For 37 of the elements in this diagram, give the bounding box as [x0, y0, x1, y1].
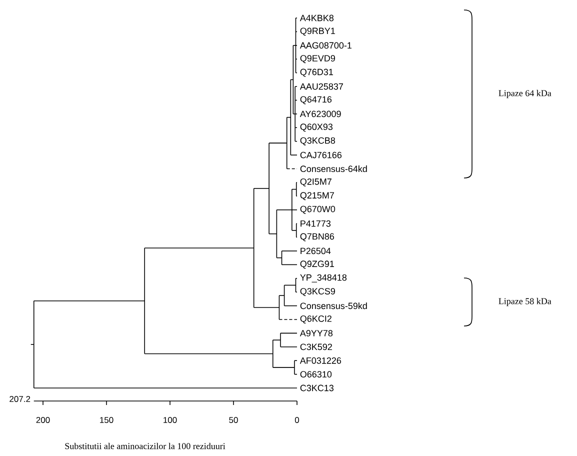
leaf-label: C3K592 [300, 344, 332, 350]
leaf-label: Q9RBY1 [300, 28, 335, 36]
leaf-label: Q64716 [300, 96, 332, 104]
leaf-label: AY623009 [300, 110, 341, 118]
leaf-label: Q9EVD9 [300, 55, 335, 64]
leaf-label: CAJ76166 [300, 152, 342, 158]
tick-label: 200 [36, 417, 50, 423]
leaf-label: Q670W0 [300, 206, 336, 214]
leaf-label: A4KBK8 [300, 14, 334, 22]
axis-title: Substitutii ale aminoacizilor la 100 reziduuri [65, 442, 226, 450]
leaf-label: AAU25837 [300, 83, 343, 90]
leaf-label: Q7BN86 [300, 233, 334, 242]
leaf-label: Q9ZG91 [300, 260, 334, 269]
leaf-label: Q76D31 [300, 68, 333, 77]
leaf-label: Q60X93 [300, 124, 333, 132]
leaf-label: AAG08700-1 [300, 42, 352, 49]
leaf-label: Q215M7 [300, 192, 334, 200]
leaf-label: Consensus-59kd [300, 302, 367, 310]
group-label: Lipaze 58 kDa [498, 298, 552, 306]
leaf-label: Q3KCS9 [300, 288, 335, 296]
tick-label: 100 [164, 417, 177, 423]
leaf-label: Q2I5M7 [300, 178, 332, 186]
tick-label: 0 [294, 417, 300, 423]
leaf-label: O66310 [300, 371, 332, 378]
leaf-label: C3KC13 [300, 384, 334, 392]
tick-label: 150 [100, 417, 114, 423]
tick-label: 50 [229, 417, 238, 423]
leaf-label: A9YY78 [300, 330, 333, 336]
scale-label: 207.2 [10, 396, 30, 402]
leaf-label: AF031226 [300, 357, 342, 364]
leaf-label: Q3KCB8 [300, 137, 336, 146]
leaf-label: Q6KCI2 [300, 315, 332, 324]
leaf-label: Consensus-64kd [300, 165, 367, 172]
group-label: Lipaze 64 kDa [498, 90, 552, 98]
leaf-label: YP_348418 [300, 274, 347, 282]
leaf-label: P41773 [300, 220, 331, 227]
leaf-label: P26504 [300, 248, 331, 254]
